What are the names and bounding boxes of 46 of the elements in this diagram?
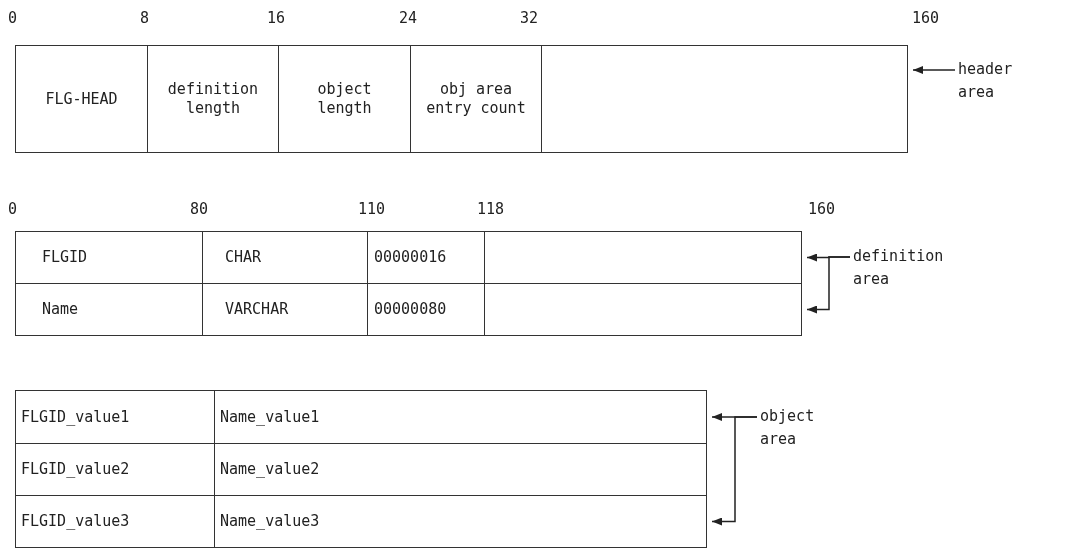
arrow bbox=[806, 256, 851, 314]
bit-offset-label: 80 bbox=[190, 200, 209, 218]
field-name: FLGID_value3 bbox=[21, 512, 130, 531]
field-name: FLGID bbox=[42, 248, 88, 267]
table-cell bbox=[15, 45, 148, 153]
table-cell bbox=[410, 45, 542, 153]
table-cell bbox=[214, 390, 707, 444]
table-cell bbox=[541, 45, 908, 153]
field-name: CHAR bbox=[225, 248, 262, 267]
field-name: FLGID_value2 bbox=[21, 460, 130, 479]
bit-offset-label: 160 bbox=[912, 9, 940, 27]
field-name: definition length bbox=[166, 80, 260, 118]
bit-offset-label: 118 bbox=[477, 200, 505, 218]
bit-offset-label: 0 bbox=[8, 200, 18, 218]
table-cell bbox=[214, 495, 707, 548]
field-name: VARCHAR bbox=[225, 300, 289, 319]
field-name: obj area entry count bbox=[425, 80, 527, 118]
bit-offset-label: 16 bbox=[267, 9, 286, 27]
area-label: definition area bbox=[853, 245, 949, 291]
bit-offset-label: 32 bbox=[520, 9, 539, 27]
field-name: FLG-HEAD bbox=[45, 89, 118, 109]
arrow bbox=[912, 66, 956, 74]
table-cell bbox=[15, 231, 203, 284]
bit-offset-label: 24 bbox=[399, 9, 418, 27]
table-cell bbox=[278, 45, 411, 153]
table-cell bbox=[484, 283, 802, 336]
field-name: 00000080 bbox=[374, 300, 447, 319]
table-cell bbox=[484, 231, 802, 284]
field-name: 00000016 bbox=[374, 248, 447, 267]
area-label: header area bbox=[958, 58, 1054, 104]
arrow bbox=[711, 416, 758, 526]
table-cell bbox=[15, 390, 215, 444]
table-cell bbox=[147, 45, 279, 153]
bit-offset-label: 8 bbox=[140, 9, 150, 27]
field-name: Name bbox=[42, 300, 79, 319]
bit-offset-label: 110 bbox=[358, 200, 386, 218]
table-cell bbox=[15, 283, 203, 336]
table-cell bbox=[15, 495, 215, 548]
bit-offset-label: 160 bbox=[808, 200, 836, 218]
bit-offset-label: 0 bbox=[8, 9, 18, 27]
field-name: object length bbox=[316, 80, 373, 118]
area-label: object area bbox=[760, 405, 856, 451]
field-name: Name_value3 bbox=[220, 512, 320, 531]
field-name: FLGID_value1 bbox=[21, 407, 130, 427]
field-name: Name_value2 bbox=[220, 460, 320, 479]
field-name: Name_value1 bbox=[220, 407, 320, 427]
